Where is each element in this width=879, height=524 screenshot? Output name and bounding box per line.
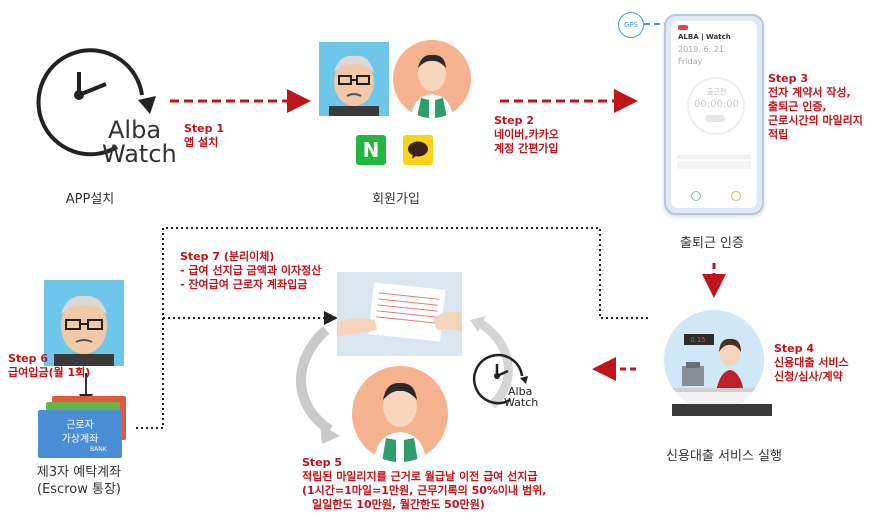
label-signup: 회원가입	[372, 192, 420, 207]
label-loan-service: 신용대출 서비스 실행	[666, 449, 782, 464]
virtual-account-card: 근로자 가상계좌 BANK	[38, 410, 122, 458]
app-title: ALBA | Watch	[678, 33, 731, 41]
status-label: 출근전	[707, 88, 727, 96]
brand-small-line2: Watch	[504, 396, 539, 409]
gps-connector	[644, 23, 670, 25]
label-attendance: 출퇴근 인증	[680, 236, 744, 251]
dotted-loan-to-escrow	[136, 227, 648, 429]
phone-weekday: Friday	[678, 57, 703, 66]
boss-avatar	[319, 42, 389, 116]
bank-label: BANK	[90, 446, 107, 453]
label-escrow-line2: (Escrow 통장)	[37, 482, 121, 497]
boss-avatar-small	[44, 280, 124, 366]
bank-teller-illustration	[664, 310, 764, 410]
timer-display: 00:00:00	[694, 99, 739, 110]
kakao-icon[interactable]	[403, 135, 433, 165]
naver-icon[interactable]: N	[356, 135, 386, 165]
label-escrow-line1: 제3자 예탁계좌	[36, 465, 122, 480]
gps-badge: GPS	[618, 12, 644, 38]
checkin-toggle[interactable]	[705, 115, 725, 122]
app-badge	[678, 25, 688, 30]
label-app-install: APP설치	[65, 192, 115, 207]
alba-watch-logo: Alba Watch	[22, 40, 182, 170]
clock-icon-small	[472, 353, 528, 405]
brand-line1: Alba	[108, 116, 162, 144]
cycle-arrow-left	[296, 326, 333, 435]
counter-display: 0.15	[684, 336, 712, 345]
alba-watch-logo-small: Alba Watch	[470, 350, 540, 410]
account-line2: 가상계좌	[61, 434, 99, 445]
worker-avatar	[393, 40, 471, 118]
phone-date: 2019. 6. 21.	[678, 45, 727, 54]
step5-text: Step 5 적립된 마일리지를 근거로 월급날 이전 급여 선지급 (1시간=…	[302, 456, 547, 511]
brand-small-line1: Alba	[508, 385, 533, 398]
progress-track	[677, 161, 751, 169]
home-tab-icon[interactable]	[691, 191, 701, 201]
timer-dial	[687, 77, 745, 135]
account-line1: 근로자	[66, 420, 94, 431]
step7-text: Step 7 (분리이체)- 급여 선지급 금액과 이자정산- 잔여급여 근로자…	[180, 250, 322, 291]
payslip-illustration	[337, 272, 462, 356]
brand-line2: Watch	[102, 140, 177, 168]
counter-base	[672, 404, 772, 416]
smartphone: ALBA | Watch 2019. 6. 21. Friday 출근전 00:…	[664, 14, 764, 215]
clock-icon	[36, 48, 156, 157]
cycle-arrow-right	[475, 318, 513, 409]
progress-bar	[677, 155, 751, 159]
bulb-tab-icon[interactable]	[731, 191, 741, 201]
worker-avatar-large	[352, 366, 448, 462]
